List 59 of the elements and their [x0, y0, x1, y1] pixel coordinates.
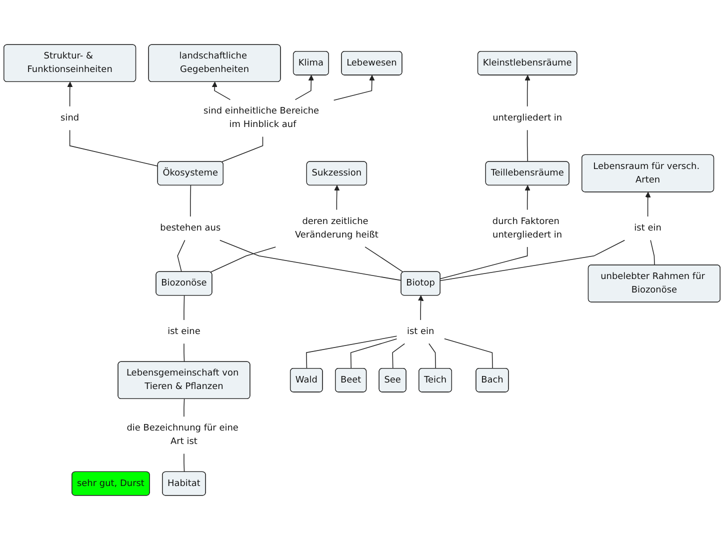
linking-phrase: sind	[60, 112, 80, 124]
concept-box: Lebensraum für versch. Arten	[582, 154, 714, 192]
connector-line	[69, 130, 158, 167]
arrow	[212, 82, 231, 100]
connector-line	[392, 343, 406, 369]
connector-line	[177, 240, 186, 272]
connector-line	[190, 185, 192, 217]
arrow	[333, 75, 375, 101]
concept-box: Lebensgemeinschaft von Tieren & Pflanzen	[118, 361, 250, 400]
concept-box: landschaftliche Gegebenheiten	[148, 44, 281, 82]
connector-line	[210, 246, 276, 273]
concept-box: Wald	[290, 368, 323, 392]
arrow	[645, 192, 651, 217]
concept-box: Bach	[476, 368, 509, 392]
concept-box: Kleinstlebensräume	[477, 51, 578, 76]
linking-phrase: ist eine	[168, 326, 200, 337]
concept-box: Biotop	[400, 271, 440, 296]
linking-phrase: die Bezeichnung für eine Art ist	[126, 423, 238, 447]
connector-line	[650, 240, 655, 266]
arrow	[294, 75, 314, 100]
linking-phrase: bestehen aus	[160, 222, 221, 234]
connector-line	[184, 453, 185, 472]
connector-line	[184, 343, 185, 362]
linking-phrase: ist ein	[406, 326, 434, 337]
concept-box: Ökosysteme	[157, 161, 224, 186]
concept-box: Lebewesen	[341, 51, 402, 76]
linking-phrase: sind einheitliche Bereiche im Hinblick auf	[204, 106, 320, 130]
connector-line	[350, 338, 398, 369]
connector-line	[440, 240, 626, 282]
note-box: sehr gut, Durst	[72, 471, 150, 496]
arrow	[524, 75, 530, 107]
connector-line	[364, 246, 404, 273]
concept-box: Habitat	[162, 471, 206, 496]
connector-line	[220, 136, 264, 162]
concept-box: Sukzession	[306, 161, 368, 186]
connector-line	[184, 398, 185, 418]
arrow	[418, 295, 424, 320]
connector-line	[440, 246, 528, 280]
connector-line	[184, 295, 185, 320]
concept-box: Biozonöse	[156, 271, 212, 296]
arrow	[67, 82, 73, 107]
concept-box: Struktur- & Funktionseinheiten	[4, 44, 136, 82]
concept-box: unbelebter Rahmen für Biozonöse	[588, 264, 720, 302]
arrow	[334, 185, 340, 210]
concept-box: Klima	[292, 51, 329, 76]
linking-phrase: durch Faktoren untergliedert in	[492, 216, 562, 240]
connector-line	[428, 343, 436, 369]
connector-line	[526, 130, 528, 162]
concept-box: Teillebensräume	[485, 161, 570, 186]
concept-box: Beet	[335, 368, 367, 392]
arrow	[524, 185, 530, 210]
linking-phrase: ist ein	[634, 222, 662, 234]
connector-line	[306, 336, 398, 369]
concept-box: See	[378, 368, 406, 392]
connector-line	[220, 240, 402, 281]
concept-box: Teich	[418, 368, 452, 392]
connector-line	[444, 338, 493, 369]
linking-phrase: deren zeitliche Veränderung heißt	[294, 216, 378, 240]
linking-phrase: untergliedert in	[492, 112, 562, 124]
